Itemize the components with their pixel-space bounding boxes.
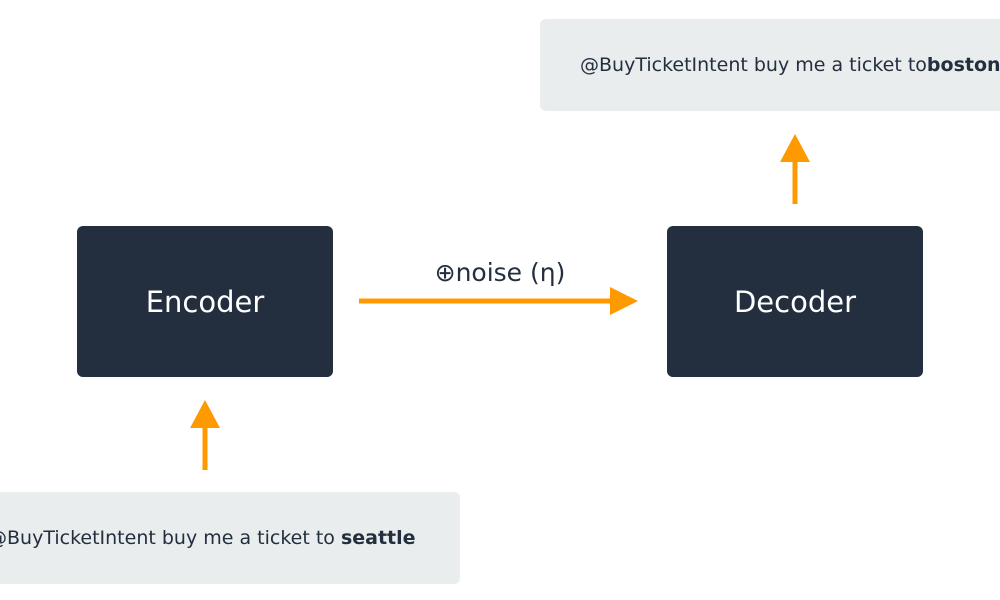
decoder-label: Decoder [733,284,857,319]
output-text-box: @BuyTicketIntent buy me a ticket to bost… [540,19,1000,111]
arrow-encoder-to-decoder [359,287,638,315]
arrow-decoder-to-output [780,134,810,204]
encoder-label: Encoder [145,284,265,319]
output-text-prefix: @BuyTicketIntent buy me a ticket to [580,54,927,76]
input-text-prefix: @BuyTicketIntent buy me a ticket to [0,527,341,549]
arrow-input-to-encoder [190,400,220,470]
encoder-block: Encoder [77,226,333,377]
decoder-block: Decoder [667,226,923,377]
noise-edge-label: ⊕noise (η) [434,258,566,287]
input-text-box: @BuyTicketIntent buy me a ticket to seat… [0,492,460,584]
input-text-bold: seattle [340,527,416,549]
output-text-bold: boston [926,54,1000,76]
